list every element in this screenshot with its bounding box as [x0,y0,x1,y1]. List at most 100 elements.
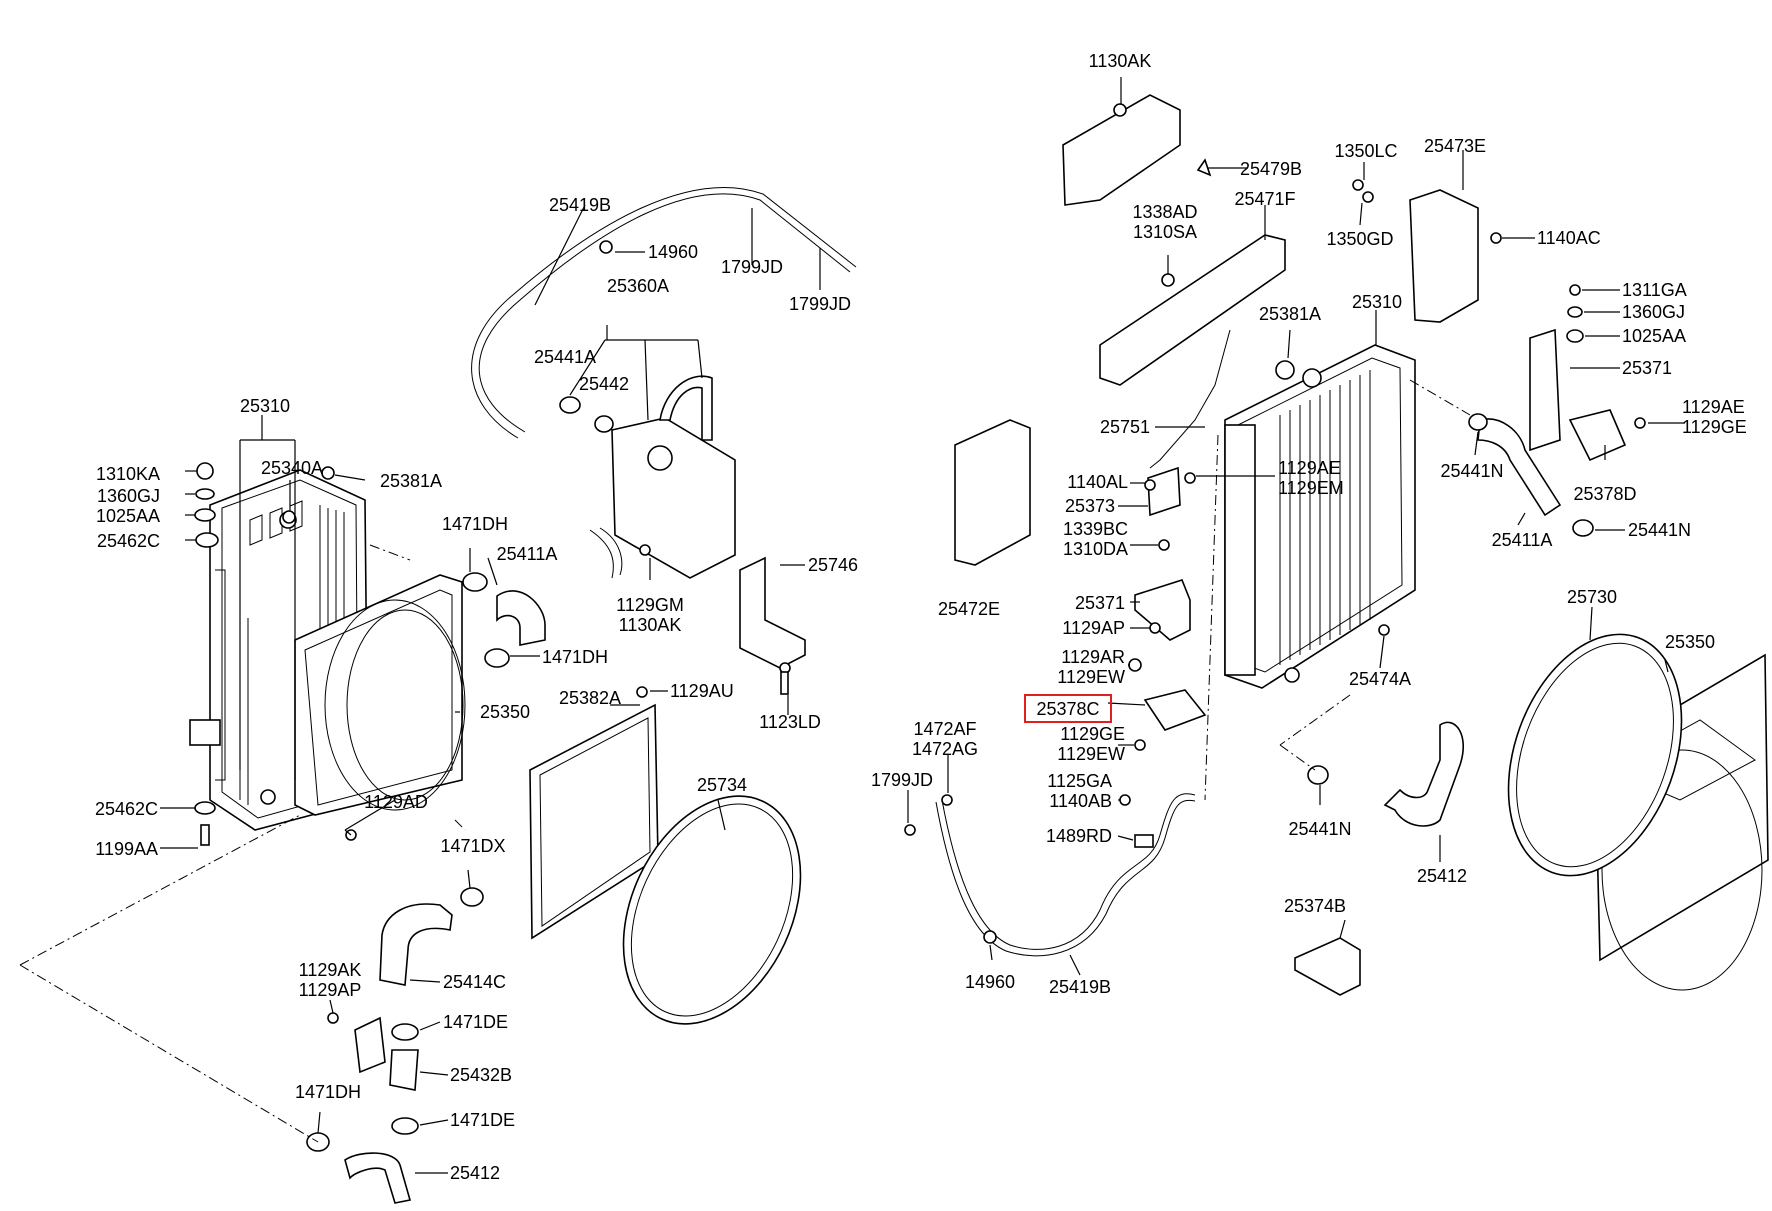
part-label[interactable]: 1129AR [1061,647,1125,667]
part-label[interactable]: 1129EW [1057,744,1125,764]
part-label[interactable]: 1350GD [1326,229,1393,249]
left-hoses[interactable] [306,572,546,1204]
part-label[interactable]: 25382A [559,688,621,708]
part-label[interactable]: 1472AG [912,739,978,759]
part-label[interactable]: 1129EW [1057,667,1125,687]
part-label[interactable]: 1310DA [1063,539,1128,559]
part-label[interactable]: 25746 [808,555,858,575]
part-label[interactable]: 1799JD [871,770,933,790]
part-label[interactable]: 1471DX [440,836,505,856]
part-label[interactable]: 25310 [240,396,290,416]
part-label[interactable]: 25374B [1284,896,1346,916]
part-label[interactable]: 1140AC [1537,228,1601,248]
right-bracket-25471F[interactable] [1099,234,1286,386]
part-label[interactable]: 25381A [380,471,442,491]
part-label[interactable]: 1338AD [1132,202,1197,222]
part-label[interactable]: 1799JD [721,257,783,277]
right-fan-ring[interactable] [1477,610,1713,900]
part-label[interactable]: 1472AF [913,719,976,739]
part-label[interactable]: 1129EM [1278,478,1344,498]
part-label[interactable]: 1471DE [443,1012,508,1032]
part-label[interactable]: 1130AK [619,615,682,635]
part-label[interactable]: 1129AU [670,681,734,701]
part-label[interactable]: 25414C [443,972,506,992]
right-bracket-25371[interactable] [1134,328,1561,641]
part-label[interactable]: 25730 [1567,587,1617,607]
part-label[interactable]: 1129AP [1062,618,1125,638]
right-cover-25130AK[interactable] [1062,94,1181,206]
part-label[interactable]: 1799JD [789,294,851,314]
part-label[interactable]: 1140AB [1049,791,1112,811]
part-label[interactable]: 1471DH [542,647,608,667]
part-label[interactable]: 25441N [1628,520,1691,540]
part-label[interactable]: 1310KA [96,464,160,484]
right-bracket-25473E[interactable] [1409,189,1479,323]
part-label[interactable]: 25350 [480,702,530,722]
left-reservoir-tank[interactable] [559,375,736,579]
part-label[interactable]: 25411A [1492,530,1553,550]
part-label[interactable]: 1360GJ [97,486,160,506]
left-fan-ring[interactable] [589,767,835,1052]
part-label[interactable]: 25340A [261,458,323,478]
left-overflow-hose[interactable] [471,187,857,439]
part-label[interactable]: 1130AK [1089,51,1152,71]
part-label[interactable]: 1129AE [1682,397,1745,417]
right-sensor-25751[interactable] [1149,329,1231,469]
part-label[interactable]: 1129GE [1682,417,1747,437]
part-label[interactable]: 25441N [1288,819,1351,839]
part-label[interactable]: 1129AP [299,980,362,1000]
part-label[interactable]: 1129GM [616,595,684,615]
right-bracket-25472E[interactable] [954,419,1031,566]
part-label[interactable]: 25381A [1259,304,1321,324]
part-label[interactable]: 1360GJ [1622,302,1685,322]
part-label[interactable]: 25441N [1440,461,1503,481]
part-label[interactable]: 1129AD [364,792,428,812]
part-label[interactable]: 1471DH [295,1082,361,1102]
part-label[interactable]: 25360A [607,276,669,296]
part-label[interactable]: 25474A [1349,669,1411,689]
part-label[interactable]: 1350LC [1334,141,1397,161]
part-label[interactable]: 25350 [1665,632,1715,652]
part-label[interactable]: 1310SA [1133,222,1197,242]
part-label[interactable]: 25378D [1573,484,1636,504]
right-radiator[interactable] [1224,344,1416,689]
part-label[interactable]: 25378C [1036,699,1099,719]
part-label[interactable]: 25432B [450,1065,512,1085]
part-label[interactable]: 1129AK [299,960,362,980]
left-bracket-small[interactable] [354,1016,386,1074]
part-label[interactable]: 25471F [1234,189,1295,209]
part-label[interactable]: 1129GE [1060,724,1125,744]
part-label[interactable]: 25462C [97,531,160,551]
left-fan-shroud[interactable] [294,574,466,816]
part-label[interactable]: 25371 [1622,358,1672,378]
part-label[interactable]: 1125GA [1047,771,1112,791]
part-label[interactable]: 1123LD [759,712,821,732]
part-label[interactable]: 1339BC [1063,519,1128,539]
part-label[interactable]: 1025AA [1622,326,1686,346]
part-label[interactable]: 25751 [1100,417,1150,437]
left-fasteners[interactable] [194,240,791,1024]
part-label[interactable]: 25412 [1417,866,1467,886]
part-label[interactable]: 25479B [1240,159,1302,179]
part-label[interactable]: 14960 [648,242,698,262]
part-label[interactable]: 25371 [1075,593,1125,613]
part-label[interactable]: 25373 [1065,496,1115,516]
part-label[interactable]: 25734 [697,775,747,795]
part-label[interactable]: 1311GA [1622,280,1687,300]
right-bracket-25373[interactable] [1147,466,1181,517]
part-label[interactable]: 25472E [938,599,1000,619]
part-label[interactable]: 25412 [450,1163,500,1183]
right-bracket-25378[interactable] [1143,409,1627,731]
part-label[interactable]: 14960 [965,972,1015,992]
part-label[interactable]: 25419B [549,195,611,215]
part-label[interactable]: 25473E [1424,136,1486,156]
part-label[interactable]: 25310 [1352,292,1402,312]
part-label[interactable]: 25442 [579,374,629,394]
part-label[interactable]: 1471DE [450,1110,515,1130]
left-bracket-25746[interactable] [739,556,806,669]
right-overflow-pipe[interactable] [935,793,1196,957]
part-label[interactable]: 1471DH [442,514,508,534]
right-hoses[interactable] [1307,413,1594,827]
part-label[interactable]: 1129AE [1278,458,1341,478]
right-bracket-25374B[interactable] [1294,937,1361,996]
